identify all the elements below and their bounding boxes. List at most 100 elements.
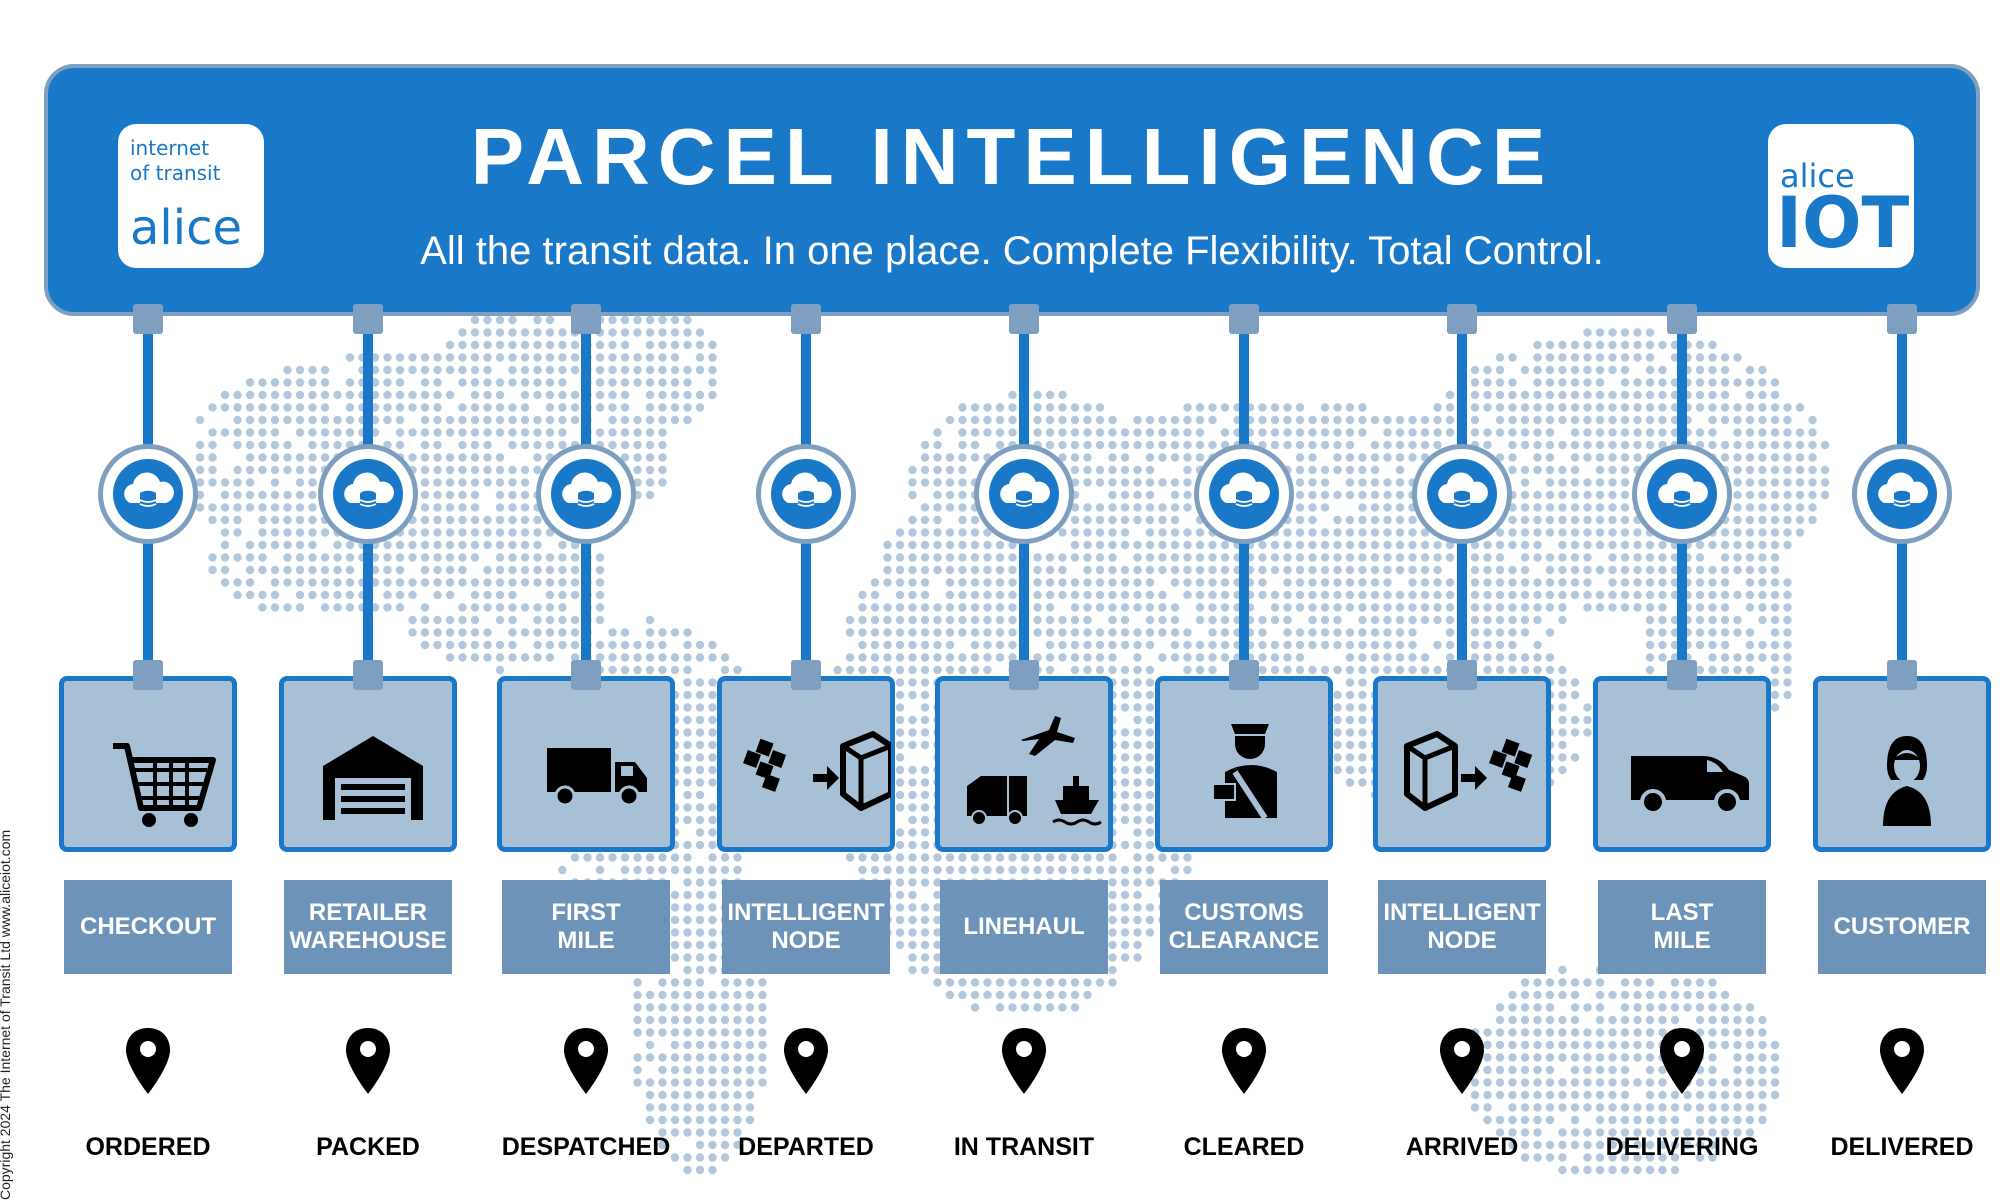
map-dot [445, 503, 455, 512]
map-dot [1745, 553, 1755, 562]
delivery-van-icon [1631, 756, 1749, 815]
map-dot [545, 553, 555, 562]
map-dot [1158, 528, 1167, 537]
map-dot [1595, 378, 1605, 387]
map-dot [520, 553, 530, 562]
map-dot [1620, 1028, 1630, 1037]
map-dot [545, 578, 555, 587]
map-dot [283, 553, 292, 562]
map-dot [645, 403, 655, 412]
map-dot [1695, 1115, 1705, 1125]
map-dot [1333, 728, 1342, 737]
map-dot [520, 340, 530, 350]
map-dot [1720, 378, 1730, 387]
map-dot [1208, 615, 1217, 625]
map-dot [1620, 540, 1630, 550]
map-dot [308, 503, 317, 512]
map-dot [620, 415, 630, 425]
map-dot [933, 628, 942, 637]
map-dot [1083, 440, 1092, 450]
map-dot [745, 1103, 755, 1112]
map-dot [1658, 1078, 1667, 1087]
map-dot [1608, 478, 1617, 487]
map-dot [333, 553, 342, 562]
map-dot [1758, 428, 1767, 437]
map-dot [1508, 353, 1517, 362]
map-dot [695, 828, 705, 837]
map-dot [1520, 603, 1530, 612]
map-dot [945, 865, 955, 875]
map-dot [670, 1103, 680, 1112]
map-dot [1120, 515, 1130, 525]
stage-status: PACKED [316, 1133, 420, 1161]
map-dot [1783, 628, 1792, 637]
map-dot [720, 1153, 730, 1162]
map-dot [1133, 828, 1142, 837]
shopping-cart-icon [113, 743, 216, 827]
map-dot [333, 428, 342, 437]
map-dot [895, 940, 905, 950]
location-pin-icon [344, 1026, 392, 1101]
map-dot [1070, 415, 1080, 425]
map-dot [420, 478, 430, 487]
map-dot [958, 503, 967, 512]
map-dot [495, 603, 505, 612]
map-dot [658, 1140, 667, 1150]
map-dot [1158, 628, 1167, 637]
map-dot [1433, 415, 1442, 425]
map-dot [1033, 865, 1042, 875]
map-dot [533, 640, 542, 650]
map-dot [1508, 390, 1517, 400]
map-dot [1583, 553, 1592, 562]
map-dot [1308, 590, 1317, 600]
map-dot [683, 965, 692, 975]
map-dot [1133, 928, 1142, 937]
map-dot [1645, 1040, 1655, 1050]
connector-joint [133, 304, 163, 334]
map-dot [708, 1078, 717, 1087]
map-dot [1745, 1028, 1755, 1037]
map-dot [1045, 665, 1055, 675]
map-dot [345, 403, 355, 412]
map-dot [908, 628, 917, 637]
map-dot [533, 578, 542, 587]
map-dot [1683, 1140, 1692, 1150]
map-dot [220, 490, 230, 500]
map-dot [545, 328, 555, 337]
map-dot [945, 653, 955, 662]
map-dot [508, 503, 517, 512]
map-dot [1520, 1065, 1530, 1075]
map-dot [1533, 465, 1542, 475]
map-dot [945, 553, 955, 562]
map-dot [333, 390, 342, 400]
map-dot [1695, 1090, 1705, 1100]
map-dot [1745, 528, 1755, 537]
map-dot [1533, 1140, 1542, 1150]
map-dot [333, 565, 342, 575]
map-dot [1533, 653, 1542, 662]
map-dot [1695, 390, 1705, 400]
map-dot [520, 528, 530, 537]
map-dot [1345, 778, 1355, 787]
map-dot [1645, 540, 1655, 550]
map-dot [420, 628, 430, 637]
map-dot [1495, 1128, 1505, 1137]
map-dot [1558, 703, 1567, 712]
map-dot [458, 403, 467, 412]
location-pin-icon [1658, 1026, 1706, 1101]
map-dot [1545, 1153, 1555, 1162]
map-dot [1495, 1028, 1505, 1037]
map-dot [1445, 390, 1455, 400]
map-dot [683, 340, 692, 350]
map-dot [420, 365, 430, 375]
stage-label: LAST MILE [1598, 880, 1766, 974]
map-dot [1383, 603, 1392, 612]
map-dot [1758, 1103, 1767, 1112]
map-dot [1495, 590, 1505, 600]
map-dot [1620, 465, 1630, 475]
map-dot [270, 478, 280, 487]
map-dot [258, 428, 267, 437]
map-dot [1570, 490, 1580, 500]
map-dot [420, 640, 430, 650]
map-dot [483, 340, 492, 350]
